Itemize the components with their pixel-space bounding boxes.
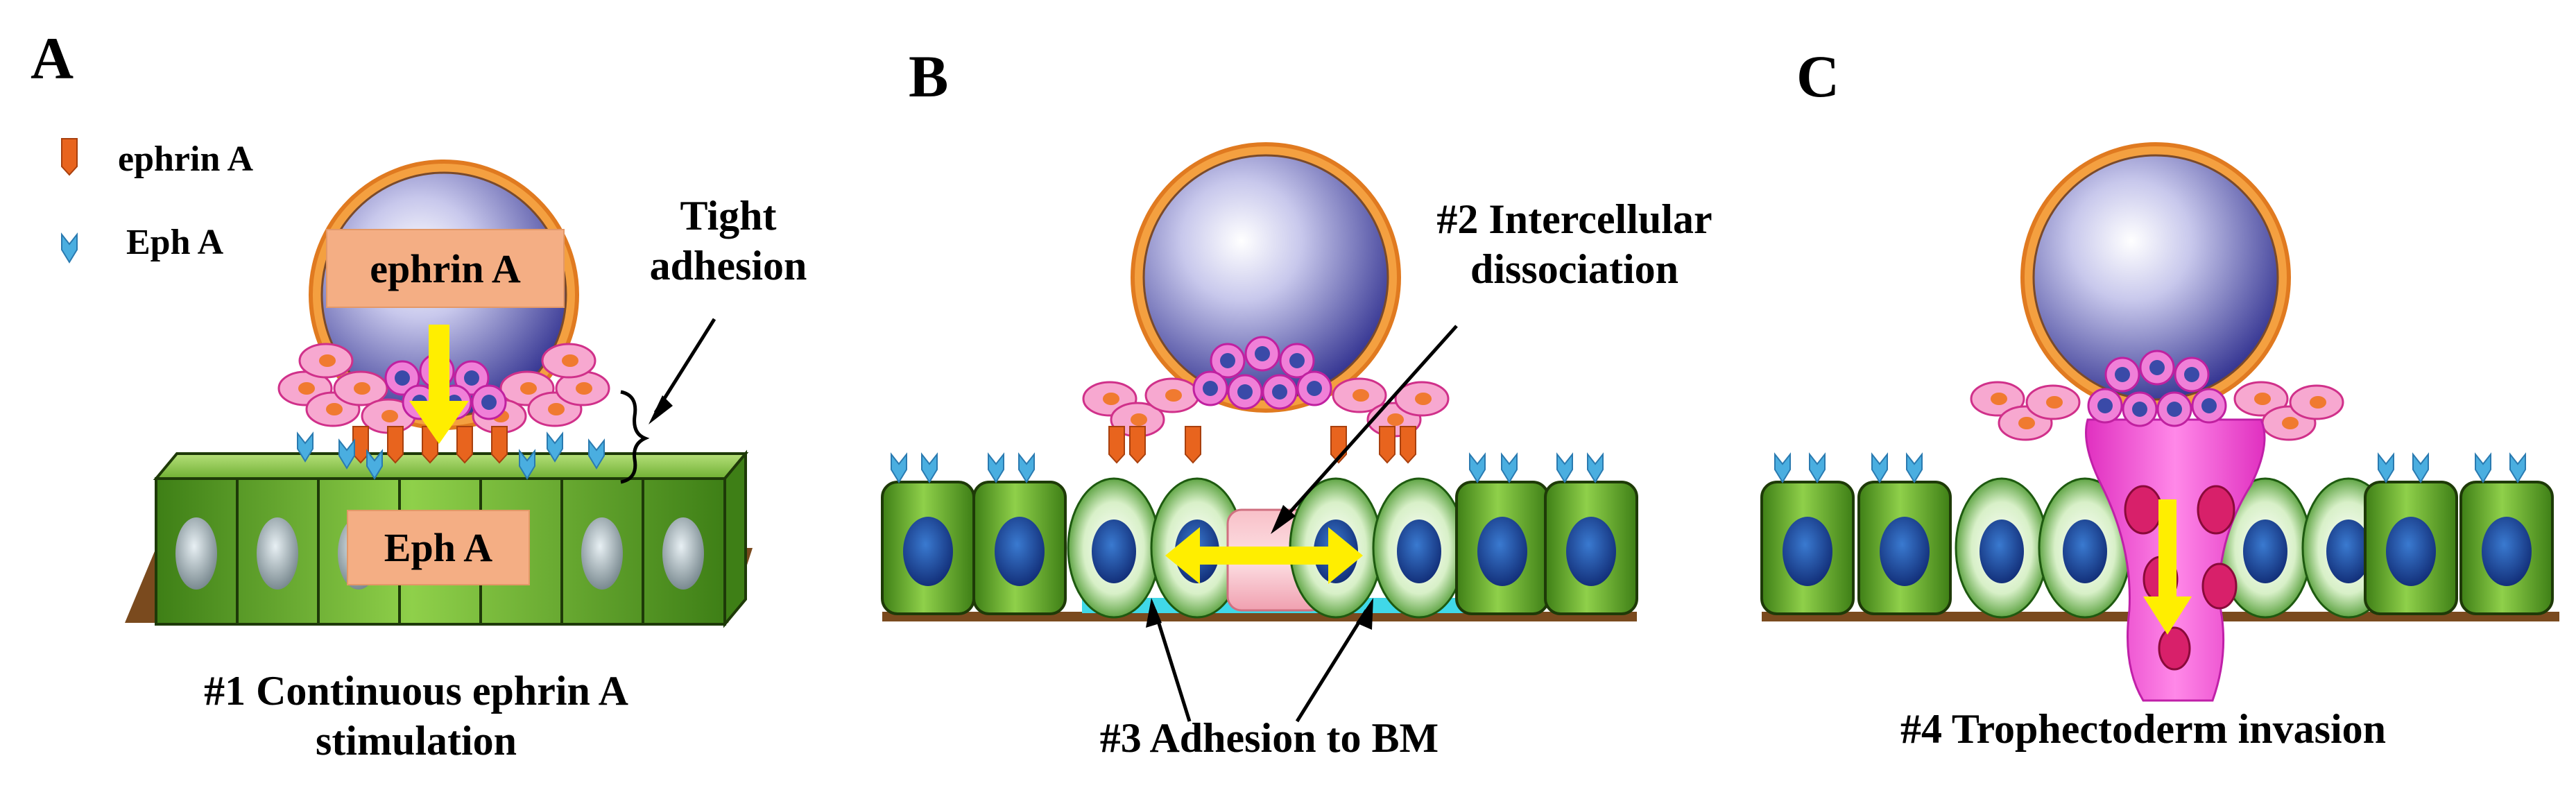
eph-receptors-b	[891, 454, 1604, 483]
tight-adhesion-line-1: Tight	[680, 193, 777, 239]
ephrin-a-box: ephrin A	[326, 229, 565, 308]
panel-letter-a: A	[31, 25, 74, 92]
caption-a-line-2: stimulation	[315, 718, 517, 764]
intercellular-dissociation-label: #2 Intercellular dissociation	[1373, 194, 1776, 294]
caption-b: #3 Adhesion to BM	[1099, 715, 1439, 761]
dissociation-line-1: #2 Intercellular	[1436, 196, 1712, 242]
panel-letter-c: C	[1796, 43, 1840, 110]
tight-adhesion-label: Tight adhesion	[624, 191, 832, 291]
tight-adhesion-line-2: adhesion	[649, 243, 807, 289]
eph-a-box: Eph A	[347, 510, 530, 585]
bm-pointers	[1146, 598, 1373, 723]
legend-ephrin-icon	[61, 138, 78, 175]
double-arrow-b	[1165, 527, 1363, 584]
legend-eph-icon	[61, 234, 78, 263]
adhesion-brace	[620, 390, 650, 484]
panel-b-artwork	[881, 144, 1638, 723]
caption-c: #4 Trophectoderm invasion	[1900, 706, 2387, 752]
downward-arrow-a	[409, 325, 469, 444]
invading-cells-c	[2124, 485, 2238, 671]
panel-c-artwork	[1760, 144, 2559, 702]
basement-membrane-b	[882, 612, 1637, 621]
caption-a: #1 Continuous ephrin A stimulation	[104, 666, 728, 766]
tight-adhesion-pointer	[649, 318, 716, 424]
dissociation-line-2: dissociation	[1470, 246, 1679, 292]
panel-letter-b: B	[909, 43, 949, 110]
legend-ephrin-label: ephrin A	[118, 139, 254, 179]
caption-a-line-1: #1 Continuous ephrin A	[204, 668, 628, 714]
legend-eph-label: Eph A	[126, 223, 224, 262]
downward-arrow-c	[2143, 499, 2192, 635]
dissociation-pointer	[1271, 325, 1458, 534]
